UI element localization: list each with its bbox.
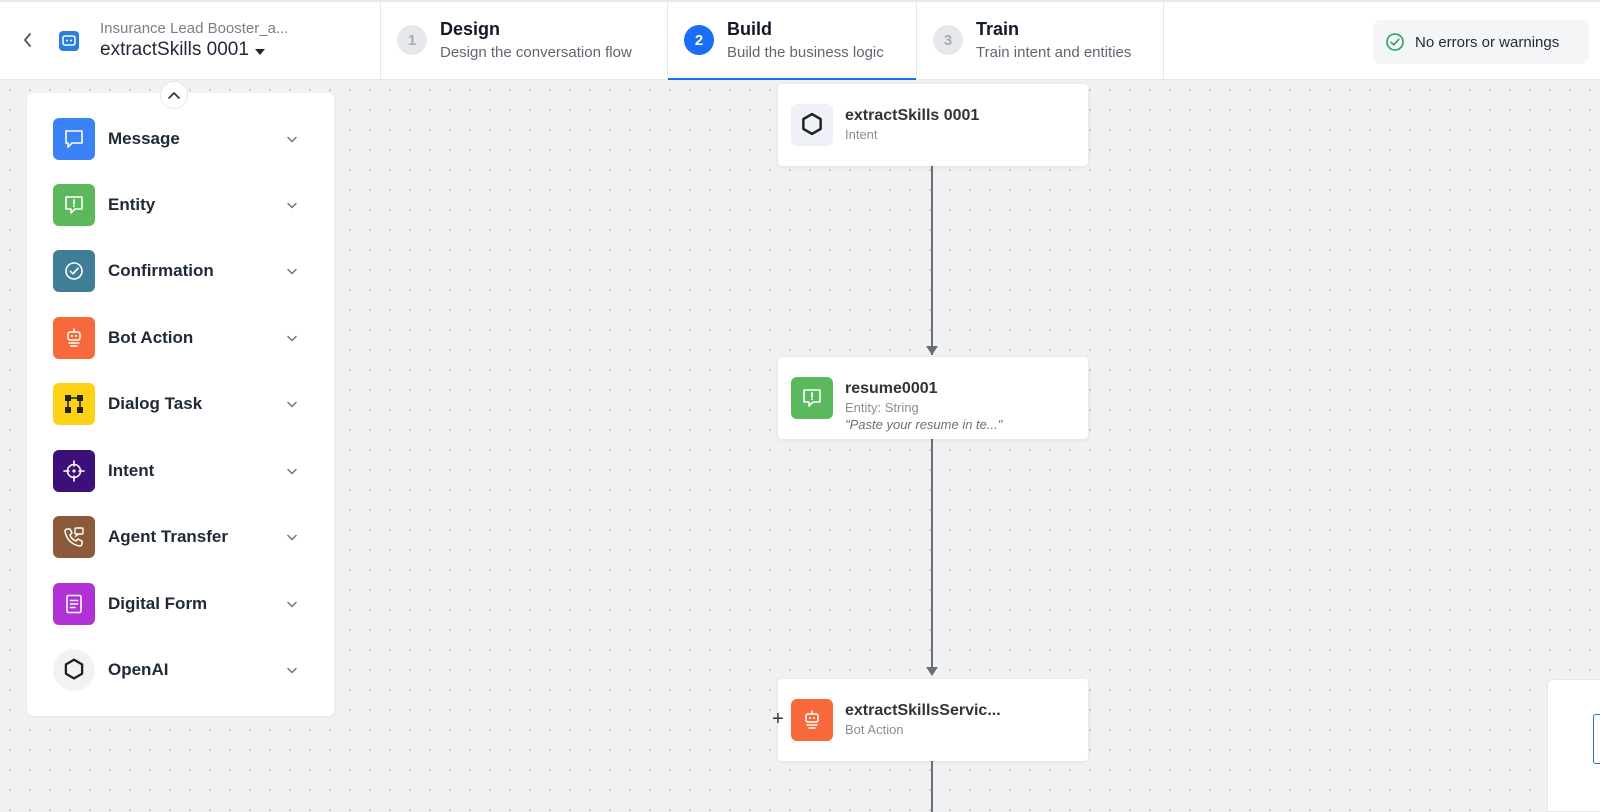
- palette-item-label: Digital Form: [108, 594, 207, 614]
- palette-item-agent-transfer[interactable]: Agent Transfer: [27, 509, 334, 565]
- palette-item-label: Bot Action: [108, 328, 193, 348]
- chevron-down-icon[interactable]: [285, 397, 299, 411]
- palette-item-openai[interactable]: OpenAI: [27, 642, 334, 698]
- chevron-left-icon: [22, 32, 34, 48]
- agent-transfer-icon: [53, 516, 95, 558]
- connector-line: [931, 760, 933, 812]
- node-type: Entity: String: [845, 400, 919, 415]
- entity-icon: [791, 377, 833, 419]
- palette-item-dialog-task[interactable]: Dialog Task: [27, 376, 334, 432]
- arrow-head: [926, 667, 938, 676]
- bot-action-icon: [53, 317, 95, 359]
- entity-icon: [53, 184, 95, 226]
- openai-icon: [53, 649, 95, 691]
- node-prompt: "Paste your resume in te...": [845, 417, 1002, 432]
- dialog-task-icon: [53, 383, 95, 425]
- step-subtitle: Build the business logic: [727, 44, 884, 61]
- top-bar: Insurance Lead Booster_a... extractSkill…: [0, 0, 1600, 80]
- step-subtitle: Train intent and entities: [976, 44, 1131, 61]
- chevron-down-icon[interactable]: [285, 663, 299, 677]
- add-node-button[interactable]: +: [769, 710, 787, 728]
- panel-handle[interactable]: [1593, 714, 1600, 764]
- chevron-up-icon: [167, 90, 181, 100]
- palette-item-message[interactable]: Message: [27, 111, 334, 167]
- collapse-palette-button[interactable]: [160, 81, 188, 109]
- palette-item-confirmation[interactable]: Confirmation: [27, 243, 334, 299]
- node-title: extractSkills 0001: [845, 107, 979, 125]
- chevron-down-icon[interactable]: [285, 530, 299, 544]
- palette-item-intent[interactable]: Intent: [27, 443, 334, 499]
- palette-item-label: Entity: [108, 195, 155, 215]
- connector-line: [931, 439, 933, 671]
- palette-item-digital-form[interactable]: Digital Form: [27, 576, 334, 632]
- palette-item-entity[interactable]: Entity: [27, 177, 334, 233]
- palette-item-bot-action[interactable]: Bot Action: [27, 310, 334, 366]
- step-number: 1: [397, 25, 427, 55]
- dialog-name-dropdown[interactable]: extractSkills 0001: [100, 39, 265, 61]
- node-type: Bot Action: [845, 722, 904, 737]
- back-button[interactable]: [16, 26, 40, 54]
- step-title: Build: [727, 19, 772, 40]
- flow-node-intent[interactable]: extractSkills 0001 Intent: [778, 84, 1088, 166]
- dialog-name: extractSkills 0001: [100, 39, 249, 61]
- node-type: Intent: [845, 127, 878, 142]
- flow-node-entity[interactable]: resume0001 Entity: String "Paste your re…: [778, 357, 1088, 439]
- chevron-down-icon[interactable]: [285, 264, 299, 278]
- chevron-down-icon[interactable]: [285, 132, 299, 146]
- divider: [1163, 2, 1164, 81]
- connector-line: [931, 166, 933, 355]
- step-title: Train: [976, 19, 1019, 40]
- chevron-down-icon[interactable]: [285, 198, 299, 212]
- palette-item-label: Intent: [108, 461, 154, 481]
- message-icon: [53, 118, 95, 160]
- right-side-panel[interactable]: [1547, 679, 1600, 812]
- chevron-down-icon[interactable]: [285, 464, 299, 478]
- bot-app-icon: [59, 31, 79, 51]
- tab-train[interactable]: 3 Train Train intent and entities: [916, 2, 1163, 81]
- validation-status[interactable]: No errors or warnings: [1373, 20, 1589, 64]
- palette-item-label: Confirmation: [108, 261, 214, 281]
- node-title: extractSkillsServic...: [845, 702, 1001, 720]
- check-circle-icon: [1385, 32, 1405, 52]
- palette-item-label: Message: [108, 129, 180, 149]
- bot-breadcrumb[interactable]: Insurance Lead Booster_a...: [100, 20, 288, 37]
- bot-action-icon: [791, 699, 833, 741]
- caret-down-icon: [255, 49, 265, 55]
- tab-design[interactable]: 1 Design Design the conversation flow: [380, 2, 670, 81]
- node-palette: Message Entity Confirmation Bot Action D…: [27, 93, 334, 716]
- status-text: No errors or warnings: [1415, 34, 1559, 51]
- confirmation-icon: [53, 250, 95, 292]
- arrow-head: [926, 346, 938, 355]
- palette-item-label: Agent Transfer: [108, 527, 228, 547]
- palette-item-label: OpenAI: [108, 660, 168, 680]
- openai-icon: [791, 104, 833, 146]
- chevron-down-icon[interactable]: [285, 331, 299, 345]
- palette-item-label: Dialog Task: [108, 394, 202, 414]
- step-number: 3: [933, 25, 963, 55]
- flow-node-bot-action[interactable]: extractSkillsServic... Bot Action: [778, 679, 1088, 761]
- step-title: Design: [440, 19, 500, 40]
- intent-icon: [53, 450, 95, 492]
- chevron-down-icon[interactable]: [285, 597, 299, 611]
- step-subtitle: Design the conversation flow: [440, 44, 632, 61]
- step-number: 2: [684, 25, 714, 55]
- tab-build[interactable]: 2 Build Build the business logic: [667, 2, 917, 81]
- node-title: resume0001: [845, 380, 938, 398]
- digital-form-icon: [53, 583, 95, 625]
